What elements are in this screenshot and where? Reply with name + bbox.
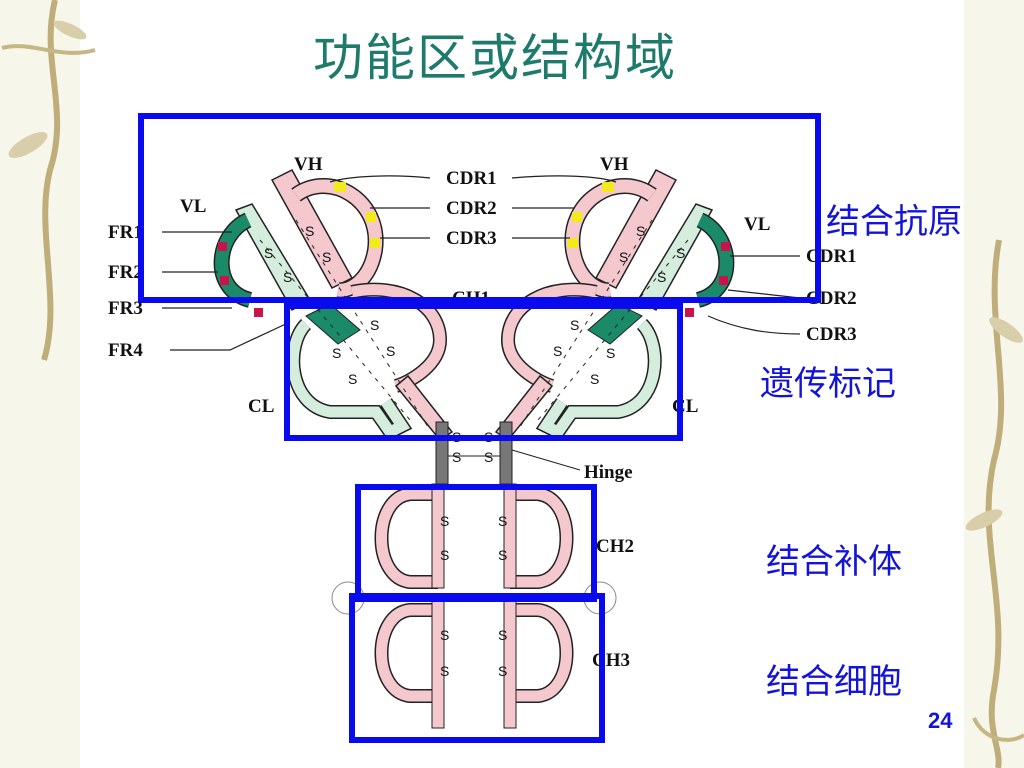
left-vh-label: VH [294,154,323,175]
page-number: 24 [928,708,953,733]
ss-label: S [370,317,379,333]
vine-decoration-right [964,0,1024,768]
cdr3-right-label: CDR3 [806,324,857,345]
hinge-label: Hinge [584,462,633,483]
ss-label: S [570,317,579,333]
ss-label: S [348,371,357,387]
left-cl-label: CL [248,396,274,417]
left-vl-cdr-c [254,308,263,317]
right-vh-cdr3 [568,238,578,248]
left-cl-domain [286,303,413,441]
right-cl-domain [535,303,662,441]
cdr1-center-label: CDR1 [446,168,497,189]
ss-label: S [657,269,666,285]
ss-label: S [553,343,562,359]
ch2-label: CH2 [596,536,634,557]
ss-label: S [498,663,507,679]
function-boxes [138,113,821,743]
ss-label: S [498,513,507,529]
function-antigen-binding: 结合抗原 [826,202,962,242]
ch3-domains [374,599,574,729]
right-vh-cdr2 [572,212,582,222]
left-vl-cdr-a [218,242,227,251]
ch2-domains [331,483,617,615]
antigen-binding-box [138,113,821,303]
right-cl-label: CL [672,396,698,417]
ss-label: S [590,371,599,387]
function-cell-binding: 结合细胞 [766,662,902,702]
right-vh-label: VH [600,154,629,175]
left-vl-domain [213,203,312,317]
left-vh-cdr1 [334,182,346,192]
ss-label: S [619,249,628,265]
ss-label: S [440,513,449,529]
ss-label: S [332,345,341,361]
ss-label: S [283,269,292,285]
left-vl-cdr-b [220,276,229,285]
left-ch1-domain [350,282,454,442]
genetic-marker-box [284,303,683,441]
right-vl-label: VL [744,214,770,235]
ch3-label: CH3 [592,650,630,671]
ss-label: S [440,547,449,563]
slide-title: 功能区或结构域 [313,29,677,87]
right-vl-cdr-b [719,276,728,285]
right-vl-cdr-a [721,242,730,251]
left-vh-cdr3 [370,238,380,248]
right-vl-cdr-c [685,308,694,317]
right-vl-domain [636,203,735,317]
cdr2-center-label: CDR2 [446,198,497,219]
fr4-label: FR4 [108,340,143,361]
ss-label: S [440,627,449,643]
right-vh-cdr1 [602,182,614,192]
fr1-label: FR1 [108,222,143,243]
fr3-label: FR3 [108,298,143,319]
cell-binding-box [349,593,605,743]
function-genetic-marker: 遗传标记 [760,364,896,404]
function-complement-binding: 结合补体 [766,542,902,582]
ss-label: S [606,345,615,361]
ss-label: S [264,245,273,261]
ss-label: S [386,343,395,359]
ss-label: S [498,627,507,643]
disulfide-labels: S S S S S S S S S S S S S S S S S S S S … [264,223,685,679]
ss-label: S [452,449,461,465]
left-vh-cdr2 [366,212,376,222]
cdr1-right-label: CDR1 [806,246,857,267]
fr2-label: FR2 [108,262,143,283]
cdr3-center-label: CDR3 [446,228,497,249]
ss-label: S [305,223,314,239]
ss-label: S [676,245,685,261]
ss-label: S [322,249,331,265]
ss-label: S [440,663,449,679]
vine-decoration-left [0,0,96,768]
leader-lines [162,175,801,351]
ss-label: S [484,449,493,465]
ss-label: S [498,547,507,563]
ss-label: S [636,223,645,239]
left-vl-label: VL [180,196,206,217]
